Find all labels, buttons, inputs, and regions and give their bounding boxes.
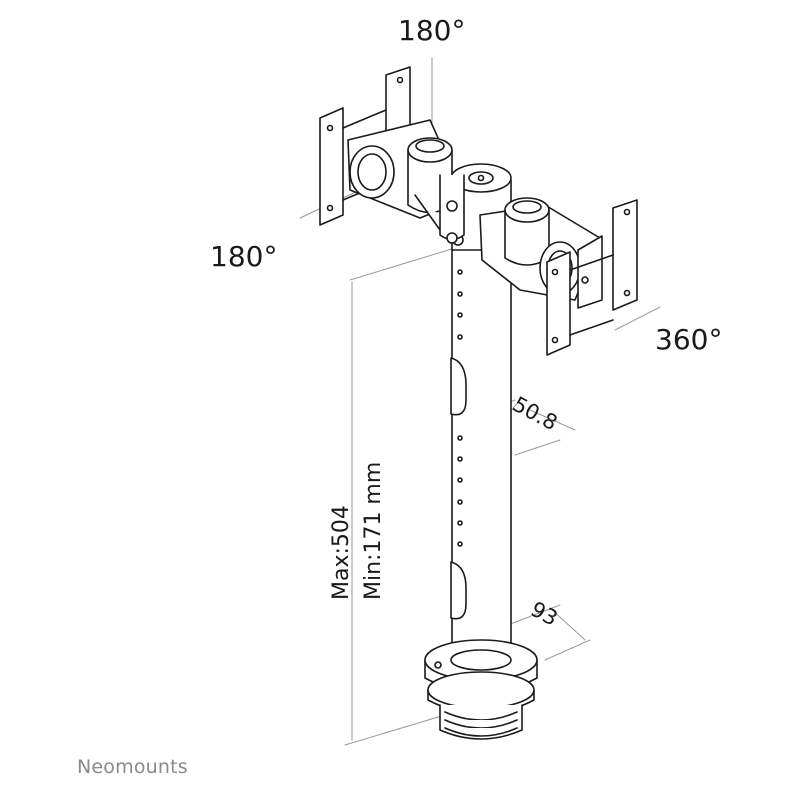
pole-hub <box>439 174 465 244</box>
left-arm-joint <box>347 119 453 231</box>
rotation-label-right: 360° <box>655 323 723 356</box>
height-max-label: Max:504 <box>329 505 354 600</box>
right-vesa-plate <box>546 199 638 356</box>
base-clamp <box>424 639 538 740</box>
rotation-label-top: 180° <box>398 14 466 47</box>
rotation-label-left: 180° <box>210 240 278 273</box>
height-range-label: Max:504 Min:171 mm <box>326 462 390 600</box>
brand-logo-text: Neomounts <box>77 756 188 778</box>
pole-holes <box>450 206 467 620</box>
height-min-label: Min:171 mm <box>361 461 386 600</box>
